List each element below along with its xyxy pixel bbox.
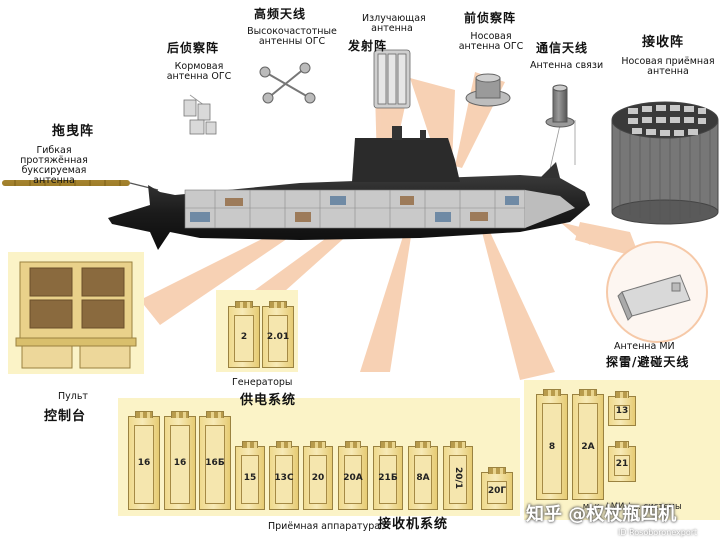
cabinet-number: 13С — [274, 473, 294, 483]
cabinet-number: 8 — [548, 442, 556, 452]
receiver-cabinet: 21Б — [373, 441, 403, 510]
generator-cabinet: 2 — [228, 301, 260, 368]
hf-antenna-label-cn: 高频天线 — [254, 7, 307, 21]
bow-antenna-graphic — [465, 73, 511, 107]
cabinet-number: 16Б — [205, 458, 225, 468]
cabinet-number: 8А — [416, 473, 430, 483]
generator-cabinet: 2.01 — [262, 301, 294, 368]
cabinet-number: 2А — [581, 442, 595, 452]
towed-array-graphic — [2, 180, 159, 191]
submarine-hull — [108, 126, 590, 250]
receive-array-label-ru: Носовая приёмная антенна — [621, 56, 715, 77]
console-label-ru: Пульт — [58, 391, 88, 402]
towed-array-label-cn: 拖曳阵 — [52, 124, 95, 139]
receiver-cabinet: 15 — [235, 441, 265, 510]
mine-antenna-graphic — [606, 241, 708, 343]
cabinet-number: 15 — [243, 473, 257, 483]
cabinet-number: 20Г — [487, 486, 507, 496]
cabinet-number: 16 — [137, 458, 151, 468]
mine-system-label: ... м. к. / МИ / ... системы — [572, 502, 682, 512]
cabinet-number: 2.01 — [266, 332, 290, 342]
comm-antenna-graphic — [545, 84, 575, 128]
stern-antenna-graphic — [183, 99, 217, 135]
hf-antenna-label-ru: Высокочастотные антенны ОГС — [247, 26, 337, 47]
emitting-antenna-graphic — [373, 49, 411, 109]
receiver-cabinet: 16 — [128, 411, 160, 510]
receiver-system-label-cn: 接收机系统 — [378, 517, 449, 532]
cabinet-number: 21 — [615, 459, 629, 469]
receiver-cabinet: 13С — [269, 441, 299, 510]
cabinet-number: 2 — [240, 332, 248, 342]
cabinet-number: 16 — [173, 458, 187, 468]
receiver-cabinet: 16 — [164, 411, 196, 510]
cabinet-number: 13 — [615, 406, 629, 416]
receiver-cabinet: 8А — [408, 441, 438, 510]
receiver-system-label-ru: Приёмная аппаратура — [268, 521, 381, 532]
cabinet-number: 20 — [311, 473, 325, 483]
cabinet-number: 21Б — [378, 473, 398, 483]
receiver-cabinet: 20 — [303, 441, 333, 510]
mine-antenna-label-ru: Антенна МИ — [614, 341, 675, 352]
mine-system-cabinet: 8 — [536, 389, 568, 500]
receive-array-label-cn: 接收阵 — [642, 35, 685, 50]
mine-system-cabinet: 21 — [608, 441, 636, 482]
generator-label-cn: 供电系统 — [240, 393, 297, 408]
comm-antenna-label-ru: Антенна связи — [530, 60, 604, 71]
cabinet-number: 20А — [343, 473, 363, 483]
emitting-antenna-label-cn: 发射阵 — [348, 39, 388, 53]
watermark-main: 知乎 @权杖瓶四机 — [526, 504, 677, 525]
bow-antenna-label-cn: 前侦察阵 — [464, 11, 517, 25]
receiver-cabinet: 20Г — [481, 467, 513, 510]
receive-array-graphic — [611, 101, 719, 225]
receiver-cabinet: 20А — [338, 441, 368, 510]
stern-antenna-label-ru: Кормовая антенна ОГС — [166, 61, 232, 82]
emitting-antenna-label-ru: Излучающая антенна — [362, 13, 426, 34]
hf-antenna-graphic — [259, 62, 316, 104]
comm-antenna-label-cn: 通信天线 — [536, 41, 589, 55]
towed-array-label-ru: Гибкая протяжённая буксируемая антенна — [20, 145, 88, 186]
console-label-cn: 控制台 — [44, 409, 87, 424]
stern-antenna-label-cn: 后侦察阵 — [167, 41, 220, 55]
receiver-cabinet: 16Б — [199, 411, 231, 510]
bow-antenna-label-ru: Носовая антенна ОГС — [458, 31, 524, 52]
mine-antenna-label-cn: 探雷/避碰天线 — [606, 355, 690, 369]
watermark-sub: ID Rosoboronexport — [618, 528, 698, 537]
cabinet-number: 20/1 — [453, 466, 463, 490]
generator-label-ru: Генераторы — [232, 377, 293, 388]
receiver-cabinet: 20/1 — [443, 441, 473, 510]
console-panel-graphic — [8, 252, 144, 374]
mine-system-cabinet: 2А — [572, 389, 604, 500]
mine-system-cabinet: 13 — [608, 391, 636, 426]
